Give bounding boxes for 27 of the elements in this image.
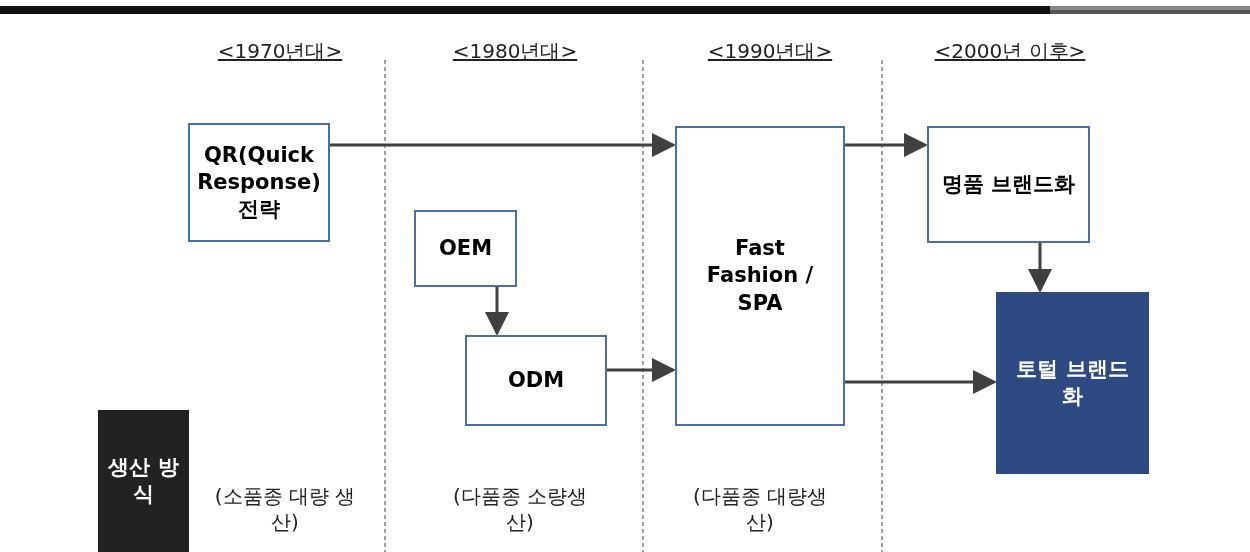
box-label: 토털 브랜드화 [1015, 355, 1130, 410]
arrow [330, 133, 676, 157]
production-note: (다품종 대량생산) [691, 483, 829, 535]
process-box [465, 335, 607, 426]
process-box [188, 123, 330, 242]
period-heading: <2000년 이후> [933, 38, 1087, 64]
production-note: (다품종 소량생산) [451, 483, 589, 535]
process-box [675, 126, 845, 426]
arrow [845, 133, 928, 157]
period-heading: <1970년대> [216, 38, 344, 64]
arrow [1028, 243, 1052, 293]
arrow [485, 287, 509, 336]
category-box [98, 410, 189, 552]
process-box [414, 210, 517, 287]
period-heading: <1990년대> [706, 38, 834, 64]
box-label: 생산 방식 [107, 453, 180, 508]
box-label: Fast Fashion / SPA [705, 235, 815, 317]
process-box [927, 126, 1090, 243]
arrow [607, 358, 676, 382]
production-note: (소품종 대량 생산) [213, 483, 357, 535]
arrow [845, 370, 997, 394]
period-heading: <1980년대> [451, 38, 579, 64]
box-label: OEM [437, 234, 494, 262]
box-label: 명품 브랜드화 [940, 170, 1077, 198]
process-box [996, 292, 1149, 474]
box-label: ODM [506, 366, 566, 394]
box-label: QR(Quick Response) 전략 [196, 141, 322, 224]
